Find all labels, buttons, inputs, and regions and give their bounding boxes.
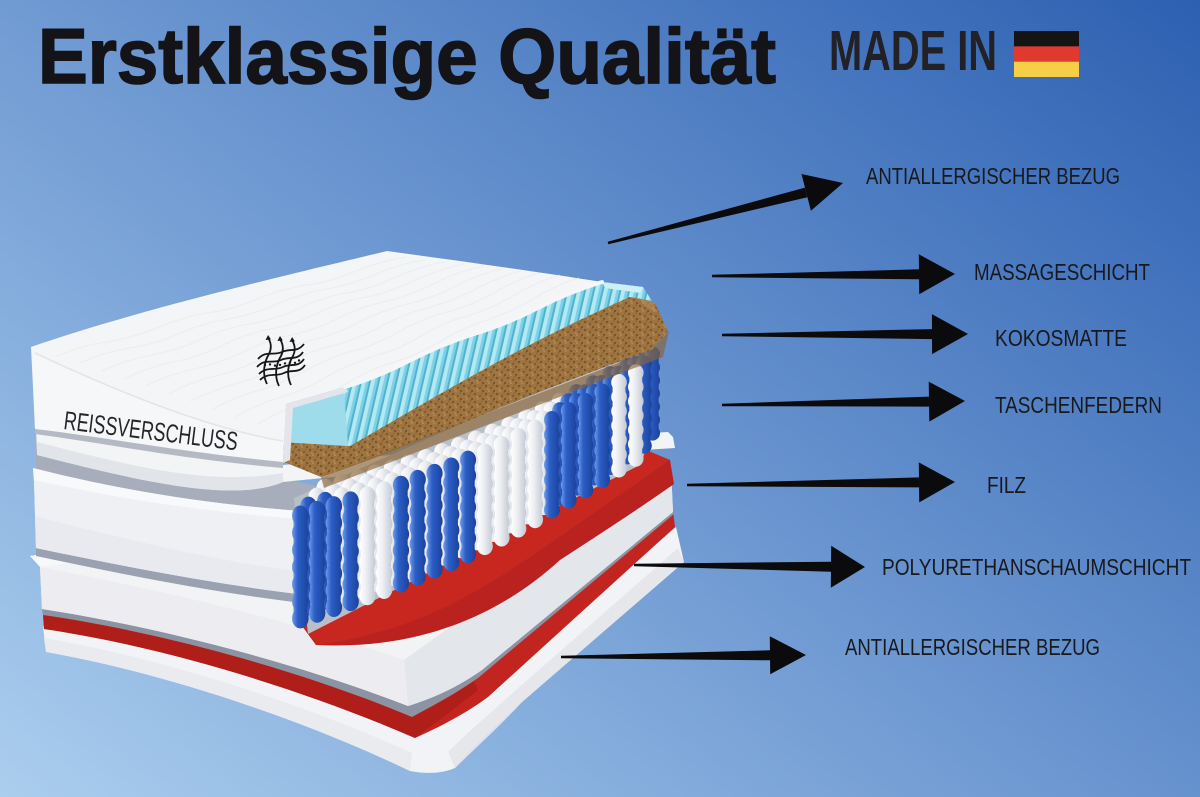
svg-text:Erstklassige Qualität: Erstklassige Qualität — [38, 12, 776, 100]
svg-text:MASSAGESCHICHT: MASSAGESCHICHT — [974, 259, 1150, 285]
svg-text:FILZ: FILZ — [987, 472, 1026, 498]
svg-text:KOKOSMATTE: KOKOSMATTE — [995, 325, 1127, 351]
svg-text:ANTIALLERGISCHER BEZUG: ANTIALLERGISCHER BEZUG — [845, 634, 1100, 660]
svg-text:ANTIALLERGISCHER BEZUG: ANTIALLERGISCHER BEZUG — [866, 163, 1120, 189]
svg-text:MADE IN: MADE IN — [829, 19, 997, 83]
svg-text:POLYURETHANSCHAUMSCHICHT: POLYURETHANSCHAUMSCHICHT — [882, 554, 1191, 580]
svg-text:TASCHENFEDERN: TASCHENFEDERN — [995, 392, 1162, 418]
